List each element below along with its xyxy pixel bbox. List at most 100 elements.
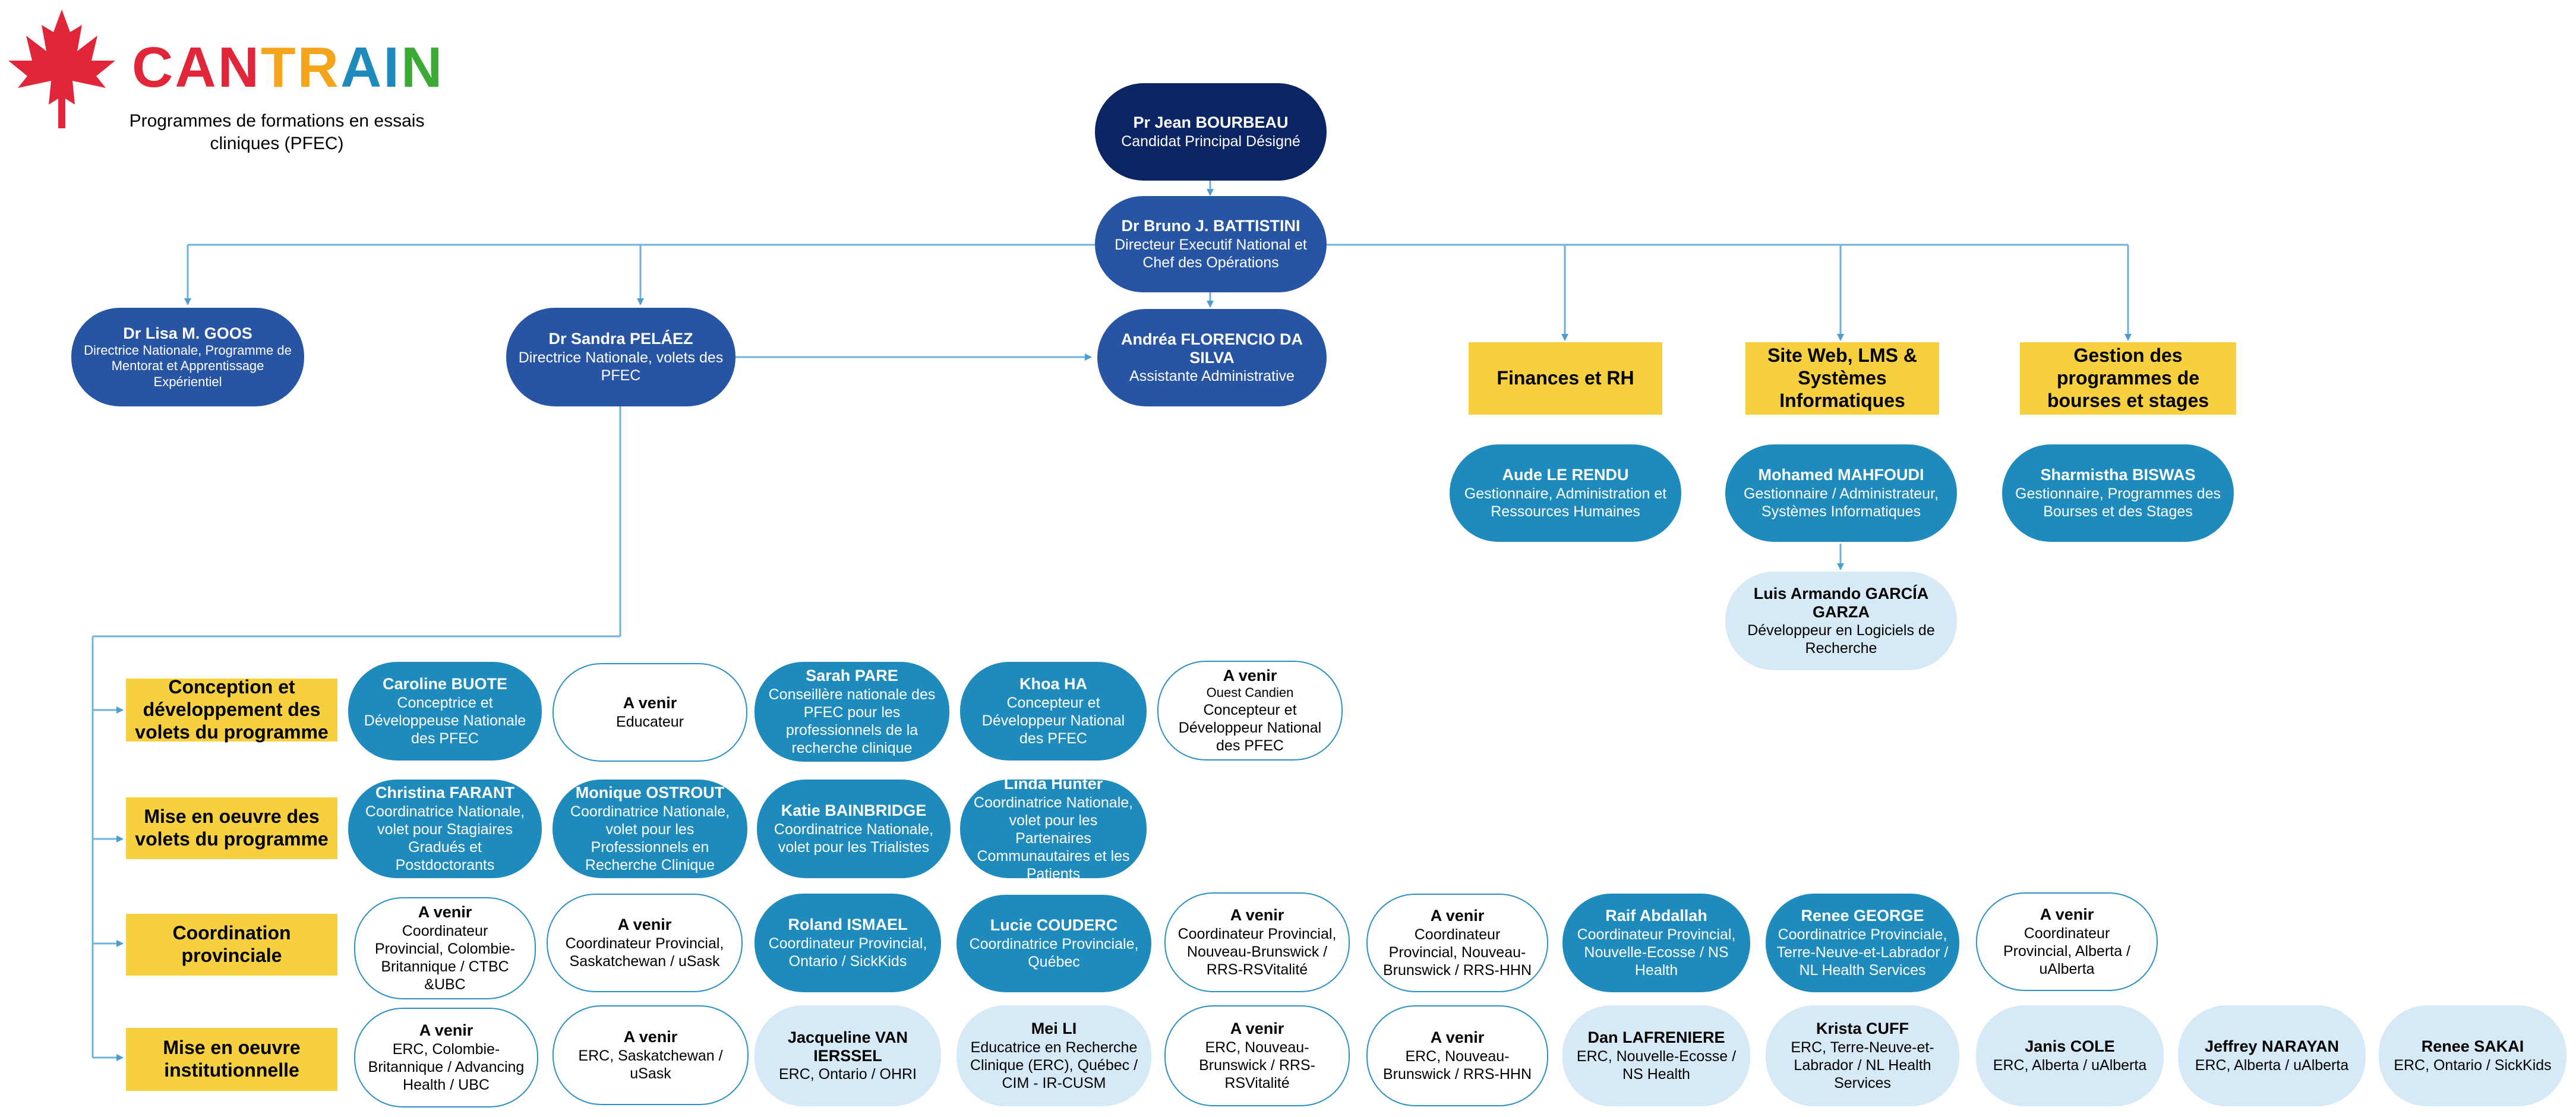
person-role: Coordinatrice Nationale, volet pour les …: [973, 794, 1134, 878]
node-row2-cell1: Christina FARANT Coordinatrice Nationale…: [348, 780, 542, 878]
person-role: Coordinatrice Provinciale, Québec: [969, 935, 1139, 970]
person-name: Katie BAINBRIDGE: [781, 802, 927, 820]
person-role: Educatrice en Recherche Clinique (ERC), …: [970, 1039, 1138, 1091]
person-role: Conseillère nationale des PFEC pour les …: [768, 686, 936, 756]
person-role: Coordinatrice Nationale, volet pour Stag…: [365, 803, 525, 873]
person-name: Dr Bruno J. BATTISTINI: [1121, 217, 1300, 235]
person-role: Candidat Principal Désigné: [1121, 132, 1300, 150]
node-row4-cell2: A venir ERC, Saskatchewan / uSask: [553, 1005, 749, 1105]
node-row4-cell1: A venir ERC, Colombie-Britannique / Adva…: [354, 1008, 538, 1107]
dept-web: Site Web, LMS & Systèmes Informatiques: [1745, 342, 1939, 415]
person-role: ERC, Ontario / SickKids: [2394, 1056, 2552, 1074]
node-row3-cell3: Roland ISMAEL Coordinateur Provincial, O…: [755, 894, 941, 992]
node-row3-cell9: A venir Coordinateur Provincial, Alberta…: [1976, 892, 2158, 991]
person-role: Coordinatrice Nationale, volet pour les …: [570, 803, 730, 873]
logo-tagline: Programmes de formations en essais clini…: [129, 111, 425, 153]
node-row2-cell4: Linda Hunter Coordinatrice Nationale, vo…: [960, 780, 1147, 878]
person-name: Dr Lisa M. GOOS: [123, 324, 252, 342]
person-role: Directrice Nationale, volets des PFEC: [518, 349, 724, 384]
person-location: Ouest Candien: [1206, 685, 1294, 701]
person-name: Linda Hunter: [1003, 780, 1103, 793]
person-name: Caroline BUOTE: [382, 675, 508, 693]
brand-letter: C: [132, 36, 175, 99]
person-role: ERC, Terre-Neuve-et-Labrador / NL Health…: [1791, 1039, 1934, 1091]
person-role: Coordinateur Provincial, Nouvelle-Ecosse…: [1577, 926, 1736, 979]
person-role: Directrice Nationale, Programme de Mento…: [84, 343, 292, 389]
node-row4-cell10: Jeffrey NARAYAN ERC, Alberta / uAlberta: [2178, 1005, 2366, 1106]
person-role: Coordinateur Provincial, Colombie-Britan…: [374, 922, 516, 993]
brand-letter: N: [217, 36, 261, 99]
node-lerendu: Aude LE RENDU Gestionnaire, Administrati…: [1450, 444, 1681, 542]
row-label-mise-en-oeuvre-volets: Mise en oeuvre des volets du programme: [126, 797, 337, 859]
brand-letter: A: [175, 36, 218, 99]
row-label-institutionnelle: Mise en oeuvre institutionnelle: [126, 1028, 337, 1091]
node-row1-cell3: Sarah PARE Conseillère nationale des PFE…: [755, 662, 949, 762]
person-name: Dr Sandra PELÁEZ: [548, 330, 693, 348]
node-row4-cell8: Krista CUFF ERC, Terre-Neuve-et-Labrador…: [1766, 1005, 1959, 1106]
node-row3-cell2: A venir Coordinateur Provincial, Saskatc…: [547, 894, 743, 992]
node-goos: Dr Lisa M. GOOS Directrice Nationale, Pr…: [71, 308, 304, 406]
node-row2-cell3: Katie BAINBRIDGE Coordinatrice Nationale…: [757, 780, 951, 878]
node-row4-cell7: Dan LAFRENIERE ERC, Nouvelle-Ecosse / NS…: [1562, 1005, 1750, 1106]
person-name: Aude LE RENDU: [1502, 466, 1629, 484]
person-name: Jacqueline VAN IERSSEL: [787, 1028, 908, 1065]
person-name: A venir: [418, 903, 472, 922]
person-name: Janis COLE: [2025, 1037, 2115, 1056]
brand-letter: T: [260, 36, 298, 99]
node-row4-cell4: Mei LI Educatrice en Recherche Clinique …: [956, 1005, 1151, 1106]
person-name: Pr Jean BOURBEAU: [1133, 113, 1289, 132]
node-garcia: Luis Armando GARCÍA GARZA Développeur en…: [1725, 572, 1957, 670]
node-row2-cell2: Monique OSTROUT Coordinatrice Nationale,…: [553, 780, 747, 878]
row-label-conception: Conception et développement des volets d…: [126, 676, 337, 743]
person-role: ERC, Nouveau-Brunswick / RRS-RSVitalité: [1199, 1039, 1315, 1091]
node-row3-cell6: A venir Coordinateur Provincial, Nouveau…: [1366, 894, 1548, 992]
person-role: Gestionnaire, Administration et Ressourc…: [1464, 485, 1667, 520]
person-role: Gestionnaire / Administrateur, Systèmes …: [1744, 485, 1939, 520]
person-name: Roland ISMAEL: [788, 916, 908, 934]
node-row3-cell4: Lucie COUDERC Coordinatrice Provinciale,…: [956, 895, 1151, 992]
person-role: Coordinatrice Nationale, volet pour les …: [774, 821, 934, 856]
person-name: Monique OSTROUT: [575, 784, 725, 802]
node-row1-cell2: A venir Educateur: [553, 663, 747, 762]
person-role: Coordinateur Provincial, Saskatchewan / …: [565, 935, 724, 970]
dept-programmes: Gestion des programmes de bourses et sta…: [2020, 342, 2236, 415]
person-name: Renee SAKAI: [2421, 1037, 2524, 1056]
brand-letter: A: [340, 36, 384, 99]
node-row1-cell5: A venir Ouest Candien Concepteur et Déve…: [1157, 661, 1343, 761]
person-role: Coordinatrice Provinciale, Terre-Neuve-e…: [1776, 926, 1949, 979]
person-name: Khoa HA: [1019, 675, 1087, 693]
person-role: Coordinateur Provincial, Nouveau-Brunswi…: [1177, 925, 1337, 978]
person-name: Mei LI: [1031, 1020, 1077, 1038]
node-mahfoudi: Mohamed MAHFOUDI Gestionnaire / Administ…: [1725, 444, 1957, 542]
node-row4-cell11: Renee SAKAI ERC, Ontario / SickKids: [2379, 1005, 2566, 1106]
node-row3-cell5: A venir Coordinateur Provincial, Nouveau…: [1164, 892, 1350, 992]
person-name: A venir: [623, 694, 677, 712]
person-name: Raif Abdallah: [1605, 907, 1707, 925]
person-name: Andréa FLORENCIO DA SILVA: [1120, 330, 1303, 367]
row-label-coordination: Coordination provinciale: [126, 914, 337, 976]
person-name: Christina FARANT: [375, 784, 514, 802]
person-name: A venir: [2040, 905, 2094, 924]
person-name: Krista CUFF: [1816, 1020, 1909, 1038]
node-row4-cell6: A venir ERC, Nouveau-Brunswick / RRS-HHN: [1366, 1005, 1548, 1106]
node-row3-cell1: A venir Coordinateur Provincial, Colombi…: [354, 897, 536, 999]
person-name: A venir: [1230, 1020, 1284, 1038]
brand-letter: N: [400, 36, 444, 99]
person-role: ERC, Colombie-Britannique / Advancing He…: [368, 1040, 525, 1093]
person-role: ERC, Alberta / uAlberta: [1993, 1056, 2147, 1074]
person-role: ERC, Nouveau-Brunswick / RRS-HHN: [1382, 1047, 1532, 1083]
person-role: Conceptrice et Développeuse Nationale de…: [364, 694, 526, 747]
person-name: Mohamed MAHFOUDI: [1758, 466, 1924, 484]
brand-letter: I: [383, 36, 401, 99]
person-role: Directeur Executif National et Chef des …: [1115, 236, 1307, 271]
node-row4-cell9: Janis COLE ERC, Alberta / uAlberta: [1976, 1005, 2164, 1106]
person-role: Coordinateur Provincial, Ontario / SickK…: [768, 935, 927, 970]
person-role: ERC, Saskatchewan / uSask: [578, 1047, 723, 1082]
node-pelaez: Dr Sandra PELÁEZ Directrice Nationale, v…: [506, 308, 735, 406]
person-role: ERC, Alberta / uAlberta: [2195, 1056, 2349, 1074]
node-bourbeau: Pr Jean BOURBEAU Candidat Principal Dési…: [1095, 83, 1327, 181]
person-name: A venir: [1430, 907, 1485, 925]
person-role: ERC, Nouvelle-Ecosse / NS Health: [1576, 1047, 1737, 1083]
node-row1-cell4: Khoa HA Concepteur et Développeur Nation…: [960, 662, 1147, 761]
person-role: Coordinateur Provincial, Alberta / uAlbe…: [2003, 924, 2130, 977]
